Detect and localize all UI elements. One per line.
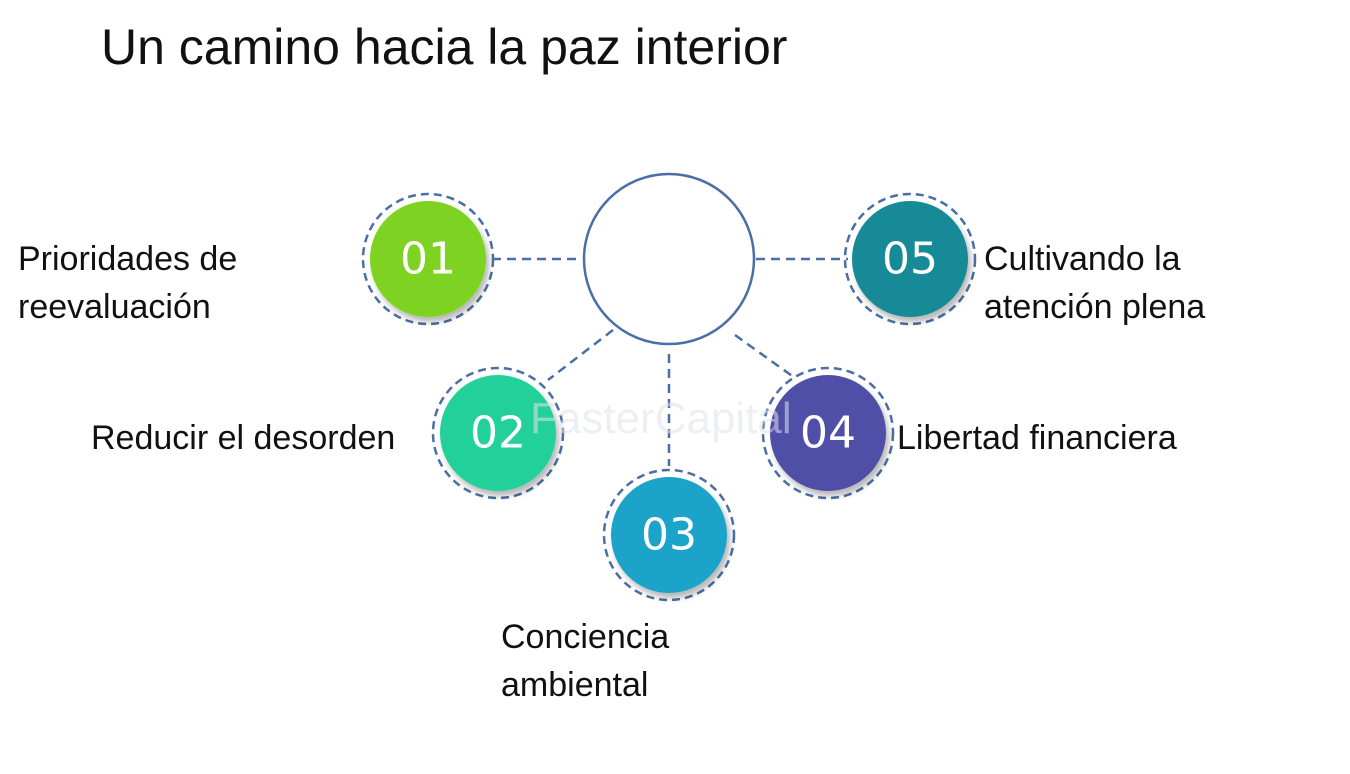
node-03-label: Conciencia ambiental (501, 613, 669, 709)
node-02-number: 02 (470, 408, 526, 459)
node-01-number: 01 (400, 234, 456, 285)
node-02-label-line-1: Reducir el desorden (91, 419, 396, 457)
node-03: 03 (602, 468, 736, 602)
node-01-label: Prioridades de reevaluación (18, 235, 237, 331)
node-04-number: 04 (800, 408, 856, 459)
connector-02 (547, 329, 614, 381)
node-01-dashed-ring (361, 192, 495, 326)
node-03-label-line-1: Conciencia (501, 618, 670, 656)
node-05-dashed-ring (843, 192, 977, 326)
watermark-text: FasterCapital (530, 394, 792, 443)
center-circle (582, 172, 756, 346)
node-03-disc (611, 477, 727, 593)
node-01: 01 (361, 192, 495, 326)
node-01-label-line-2: reevaluación (18, 288, 211, 326)
node-04: 04 (761, 366, 895, 500)
node-04-label: Libertad financiera (897, 414, 1177, 462)
page-title: Un camino hacia la paz interior (101, 19, 788, 75)
node-05-disc (852, 201, 968, 317)
node-02-dashed-ring (431, 366, 565, 500)
connector-04 (734, 333, 796, 380)
node-02-label: Reducir el desorden (91, 414, 395, 462)
node-05-number: 05 (882, 234, 938, 285)
node-03-number: 03 (641, 510, 697, 561)
node-03-label-line-2: ambiental (501, 666, 649, 704)
node-05-label-line-1: Cultivando la (984, 240, 1181, 278)
node-04-disc (770, 375, 886, 491)
node-01-disc (370, 201, 486, 317)
node-03-dashed-ring (602, 468, 736, 602)
node-05: 05 (843, 192, 977, 326)
node-05-label: Cultivando la atención plena (984, 235, 1205, 331)
node-02-disc (440, 375, 556, 491)
node-01-label-line-1: Prioridades de (18, 240, 238, 278)
node-02: 02 (431, 366, 565, 500)
node-04-dashed-ring (761, 366, 895, 500)
node-04-label-line-1: Libertad financiera (897, 419, 1177, 457)
node-05-label-line-2: atención plena (984, 288, 1206, 326)
